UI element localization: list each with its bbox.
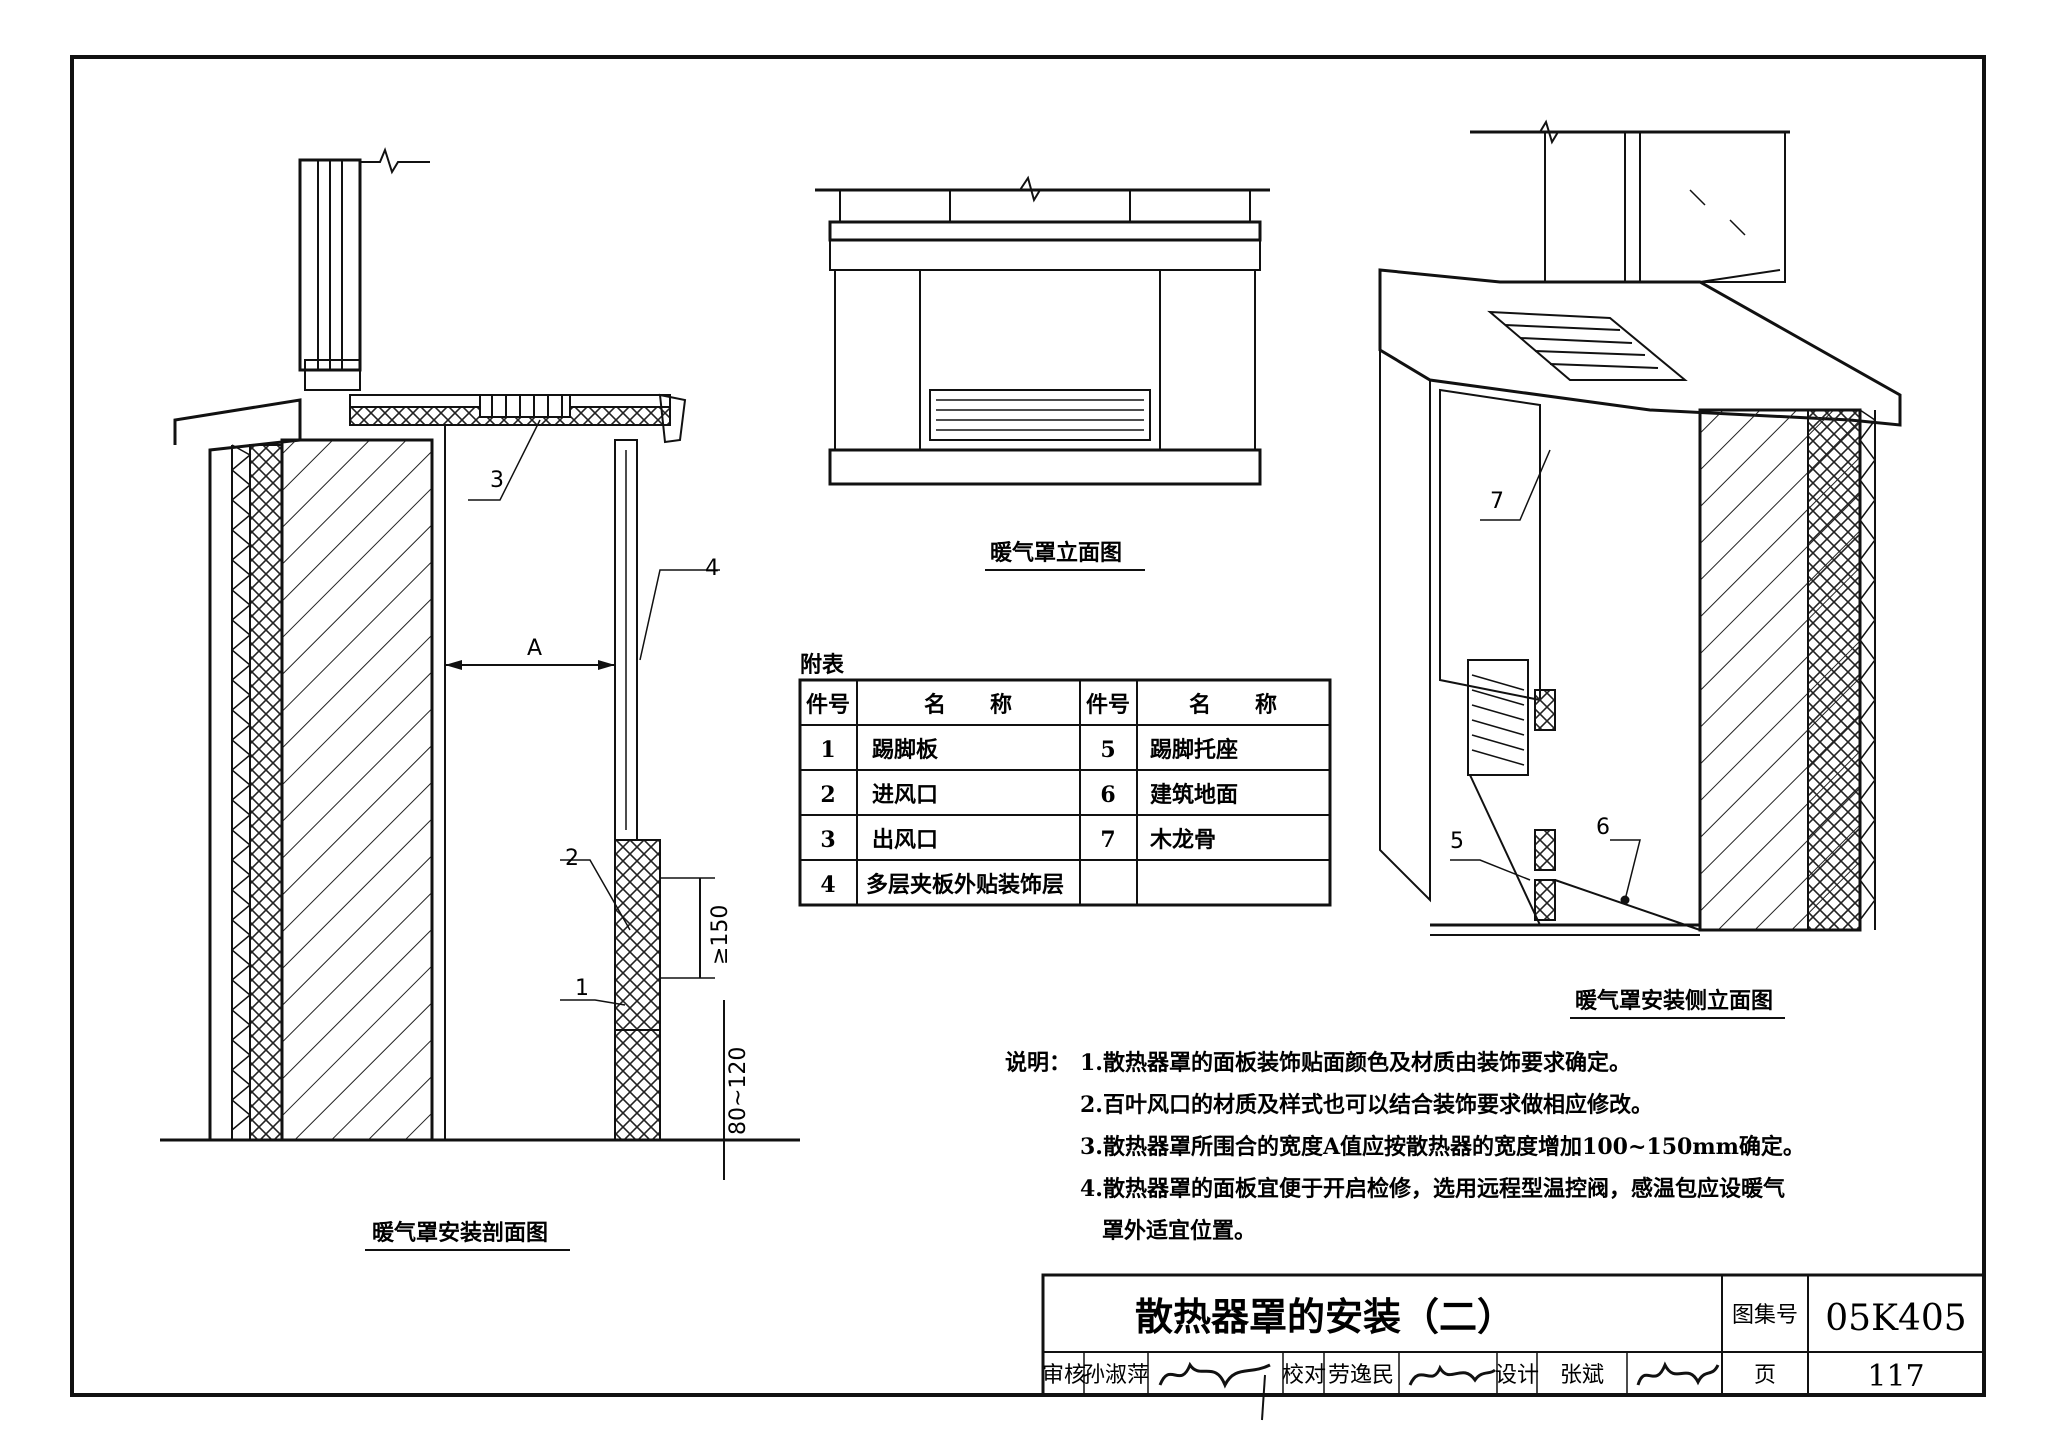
table-cell: 建筑地面 (1150, 782, 1238, 808)
elevation-drawing (815, 175, 1270, 486)
dimension-a: A (527, 636, 542, 661)
dimension-80-120: 80~120 (726, 1047, 751, 1135)
table-cell: 5 (1100, 737, 1115, 763)
section-drawing (160, 147, 800, 1180)
callout-5: 5 (1450, 829, 1464, 854)
section-caption: 暖气罩安装剖面图 (372, 1220, 548, 1246)
elevation-caption: 暖气罩立面图 (990, 540, 1122, 566)
design-label: 设计 (1495, 1363, 1539, 1388)
design-name: 张斌 (1560, 1363, 1604, 1388)
review-label: 审核 (1042, 1363, 1086, 1388)
callout-2: 2 (565, 846, 579, 871)
side-elevation-drawing (1378, 119, 1902, 936)
callout-4: 4 (705, 556, 719, 581)
table-cell: 出风口 (872, 827, 938, 853)
table-header-num-1: 件号 (806, 692, 850, 718)
callout-3: 3 (490, 468, 504, 493)
table-title: 附表 (800, 652, 845, 678)
note-2: 2.百叶风口的材质及样式也可以结合装饰要求做相应修改。 (1080, 1092, 1653, 1118)
note-4: 4.散热器罩的面板宜便于开启检修，选用远程型温控阀，感温包应设暖气 (1080, 1176, 1785, 1202)
sheet-border (70, 55, 1986, 1397)
table-cell: 6 (1100, 782, 1115, 808)
table-cell: 进风口 (872, 782, 938, 808)
title-block (1041, 1273, 1986, 1421)
callout-1: 1 (575, 976, 589, 1001)
page-label: 页 (1754, 1363, 1776, 1388)
table-cell: 4 (820, 872, 835, 898)
table-cell: 2 (820, 782, 835, 808)
parts-table (798, 678, 1332, 907)
signature-designer (1636, 1361, 1720, 1386)
review-name: 孙淑萍 (1083, 1363, 1149, 1388)
check-label: 校对 (1282, 1363, 1326, 1388)
check-name: 劳逸民 (1328, 1363, 1394, 1388)
table-cell: 多层夹板外贴装饰层 (866, 872, 1064, 898)
note-3: 3.散热器罩所围合的宽度A值应按散热器的宽度增加100~150mm确定。 (1080, 1134, 1805, 1160)
table-cell: 木龙骨 (1149, 827, 1216, 853)
table-cell: 7 (1100, 827, 1115, 853)
table-cell: 3 (820, 827, 835, 853)
note-1: 1.散热器罩的面板装饰贴面颜色及材质由装饰要求确定。 (1080, 1050, 1631, 1076)
table-cell: 踢脚板 (872, 737, 939, 763)
notes-prefix: 说明： (1005, 1050, 1071, 1076)
dimension-150: ≥150 (708, 905, 733, 965)
side-caption: 暖气罩安装侧立面图 (1575, 988, 1773, 1014)
table-cell: 踢脚托座 (1150, 737, 1238, 763)
table-header-name-2: 名 称 (1189, 692, 1277, 718)
table-cell: 1 (820, 737, 835, 763)
callout-7: 7 (1490, 489, 1504, 514)
table-header-num-2: 件号 (1086, 692, 1130, 718)
callout-6: 6 (1596, 815, 1610, 840)
note-4-cont: 罩外适宜位置。 (1102, 1218, 1256, 1244)
signature-reviewer (1158, 1361, 1271, 1389)
page-number: 117 (1867, 1359, 1924, 1394)
atlas-label: 图集号 (1732, 1303, 1798, 1328)
signature-checker (1408, 1364, 1497, 1386)
drawing-title: 散热器罩的安装（二） (1135, 1295, 1515, 1339)
atlas-number: 05K405 (1825, 1298, 1966, 1339)
table-header-name-1: 名 称 (924, 692, 1012, 718)
